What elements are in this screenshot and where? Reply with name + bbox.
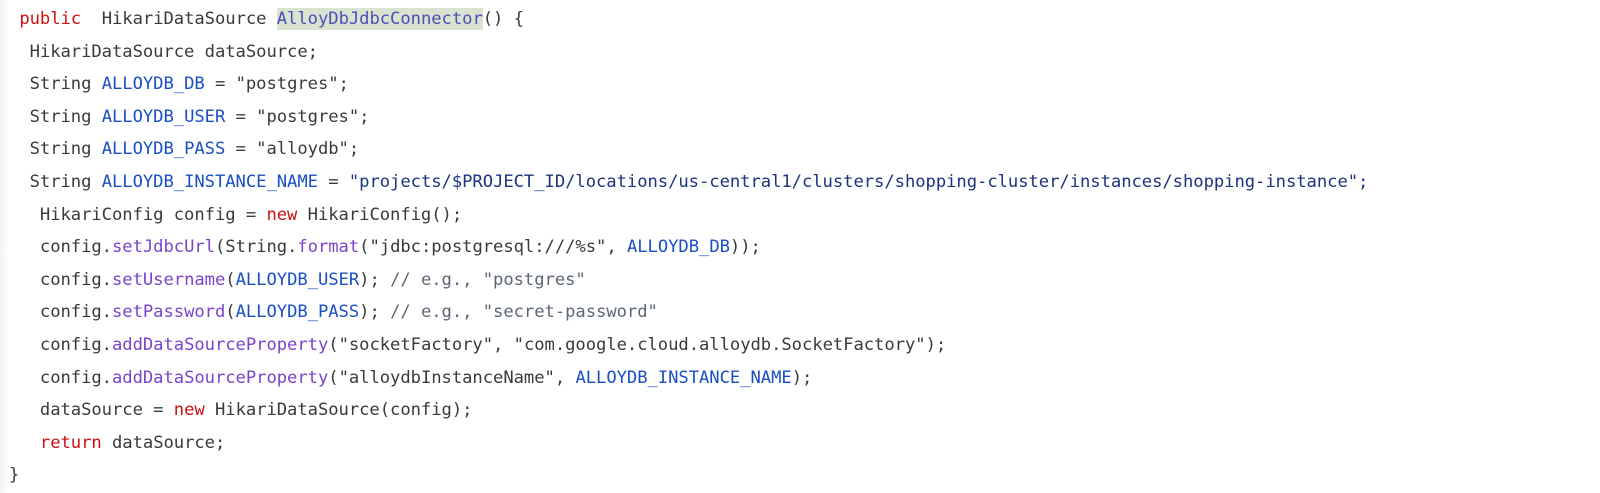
- code-token-ident: ALLOYDB_PASS: [101, 139, 226, 160]
- code-token-plain: }: [9, 465, 20, 486]
- code-token-string: "jdbc:postgresql:///%s": [369, 237, 607, 258]
- code-token-ident: ALLOYDB_USER: [101, 106, 226, 127]
- code-token-plain: String: [9, 139, 102, 160]
- code-token-method: addDataSourceProperty: [111, 334, 329, 355]
- code-token-ident: ALLOYDB_DB: [626, 237, 730, 258]
- code-token-plain: config.: [9, 269, 112, 290]
- code-token-ident: ALLOYDB_INSTANCE_NAME: [101, 171, 318, 192]
- code-token-plain: HikariConfig config =: [9, 204, 267, 225]
- code-token-plain: );: [359, 269, 391, 290]
- code-token-plain: [9, 433, 40, 453]
- code-token-plain: (: [225, 269, 236, 290]
- code-token-plain: =: [225, 139, 257, 160]
- code-token-method: setJdbcUrl: [111, 237, 215, 258]
- code-token-plain: HikariDataSource: [81, 9, 277, 29]
- code-token-plain: config.: [9, 302, 112, 323]
- code-token-plain: (: [328, 334, 339, 355]
- code-token-method: setUsername: [111, 269, 226, 290]
- code-token-plain: =: [317, 171, 349, 192]
- code-line[interactable]: dataSource = new HikariDataSource(config…: [0, 394, 1600, 427]
- code-token-plain: (: [225, 302, 236, 323]
- code-token-string: "postgres";: [256, 106, 370, 127]
- code-line[interactable]: config.addDataSourceProperty("socketFact…: [0, 329, 1600, 362]
- code-line[interactable]: public HikariDataSource AlloyDbJdbcConne…: [0, 3, 1600, 36]
- code-line[interactable]: config.addDataSourceProperty("alloydbIns…: [0, 362, 1600, 395]
- code-token-keyword: new: [173, 400, 205, 421]
- code-token-comment: // e.g., "postgres": [390, 269, 586, 290]
- code-token-ident: ALLOYDB_INSTANCE_NAME: [575, 367, 792, 388]
- code-token-plain: (: [359, 237, 370, 258]
- code-token-plain: );: [925, 334, 947, 355]
- code-token-plain: ,: [554, 367, 576, 388]
- code-token-urlstr: "projects/$PROJECT_ID/locations/us-centr…: [348, 171, 1369, 192]
- code-line[interactable]: config.setJdbcUrl(String.format("jdbc:po…: [0, 231, 1600, 264]
- code-token-plain: =: [204, 74, 236, 95]
- code-token-ident: ALLOYDB_PASS: [235, 302, 360, 323]
- code-token-keyword: public: [19, 9, 82, 29]
- code-token-plain: (String.: [214, 237, 298, 258]
- code-line[interactable]: config.setPassword(ALLOYDB_PASS); // e.g…: [0, 296, 1600, 329]
- code-token-plain: () {: [482, 9, 524, 29]
- code-line[interactable]: String ALLOYDB_PASS = "alloydb";: [0, 133, 1600, 166]
- code-token-plain: =: [225, 106, 257, 127]
- code-token-string: "com.google.cloud.alloydb.SocketFactory": [513, 334, 926, 355]
- code-token-plain: config.: [9, 237, 112, 258]
- code-token-plain: String: [9, 171, 102, 192]
- code-line[interactable]: HikariConfig config = new HikariConfig()…: [0, 199, 1600, 232]
- code-token-plain: String: [9, 74, 102, 95]
- code-token-plain: HikariDataSource(config);: [204, 400, 473, 421]
- code-token-plain: config.: [9, 334, 112, 355]
- code-token-hl[interactable]: AlloyDbJdbcConnector: [276, 8, 483, 30]
- code-token-method: setPassword: [111, 302, 226, 323]
- code-line[interactable]: HikariDataSource dataSource;: [0, 36, 1600, 69]
- code-lines-container[interactable]: public HikariDataSource AlloyDbJdbcConne…: [0, 3, 1600, 492]
- code-token-comment: // e.g., "secret-password": [390, 302, 658, 323]
- code-token-ident: ALLOYDB_DB: [101, 74, 205, 95]
- code-line[interactable]: String ALLOYDB_USER = "postgres";: [0, 101, 1600, 134]
- code-token-plain: config.: [9, 367, 112, 388]
- code-token-plain: ,: [606, 237, 627, 258]
- code-line[interactable]: config.setUsername(ALLOYDB_USER); // e.g…: [0, 264, 1600, 297]
- code-token-method: addDataSourceProperty: [111, 367, 329, 388]
- code-line[interactable]: String ALLOYDB_INSTANCE_NAME = "projects…: [0, 166, 1600, 199]
- code-token-plain: HikariDataSource dataSource;: [9, 41, 318, 62]
- code-token-plain: dataSource =: [9, 400, 174, 421]
- code-token-string: "alloydbInstanceName": [338, 367, 555, 388]
- code-token-keyword: new: [266, 204, 298, 225]
- code-token-plain: String: [9, 106, 102, 127]
- code-token-string: "alloydb";: [256, 139, 360, 160]
- code-token-ident: ALLOYDB_USER: [235, 269, 360, 290]
- code-token-string: "socketFactory": [338, 334, 494, 355]
- code-token-plain: HikariConfig();: [297, 204, 463, 225]
- code-token-plain: dataSource;: [101, 432, 226, 453]
- code-token-method: format: [297, 237, 360, 258]
- code-line[interactable]: return dataSource;: [0, 427, 1600, 460]
- code-token-plain: (: [328, 367, 339, 388]
- code-token-string: "postgres";: [235, 74, 349, 95]
- code-token-plain: );: [791, 367, 813, 388]
- code-token-plain: ));: [729, 237, 761, 258]
- code-token-plain: [9, 9, 19, 29]
- code-token-plain: );: [359, 302, 391, 323]
- code-token-keyword: return: [39, 432, 102, 453]
- code-token-plain: ,: [493, 334, 514, 355]
- code-line[interactable]: }: [0, 459, 1600, 492]
- code-line[interactable]: String ALLOYDB_DB = "postgres";: [0, 68, 1600, 101]
